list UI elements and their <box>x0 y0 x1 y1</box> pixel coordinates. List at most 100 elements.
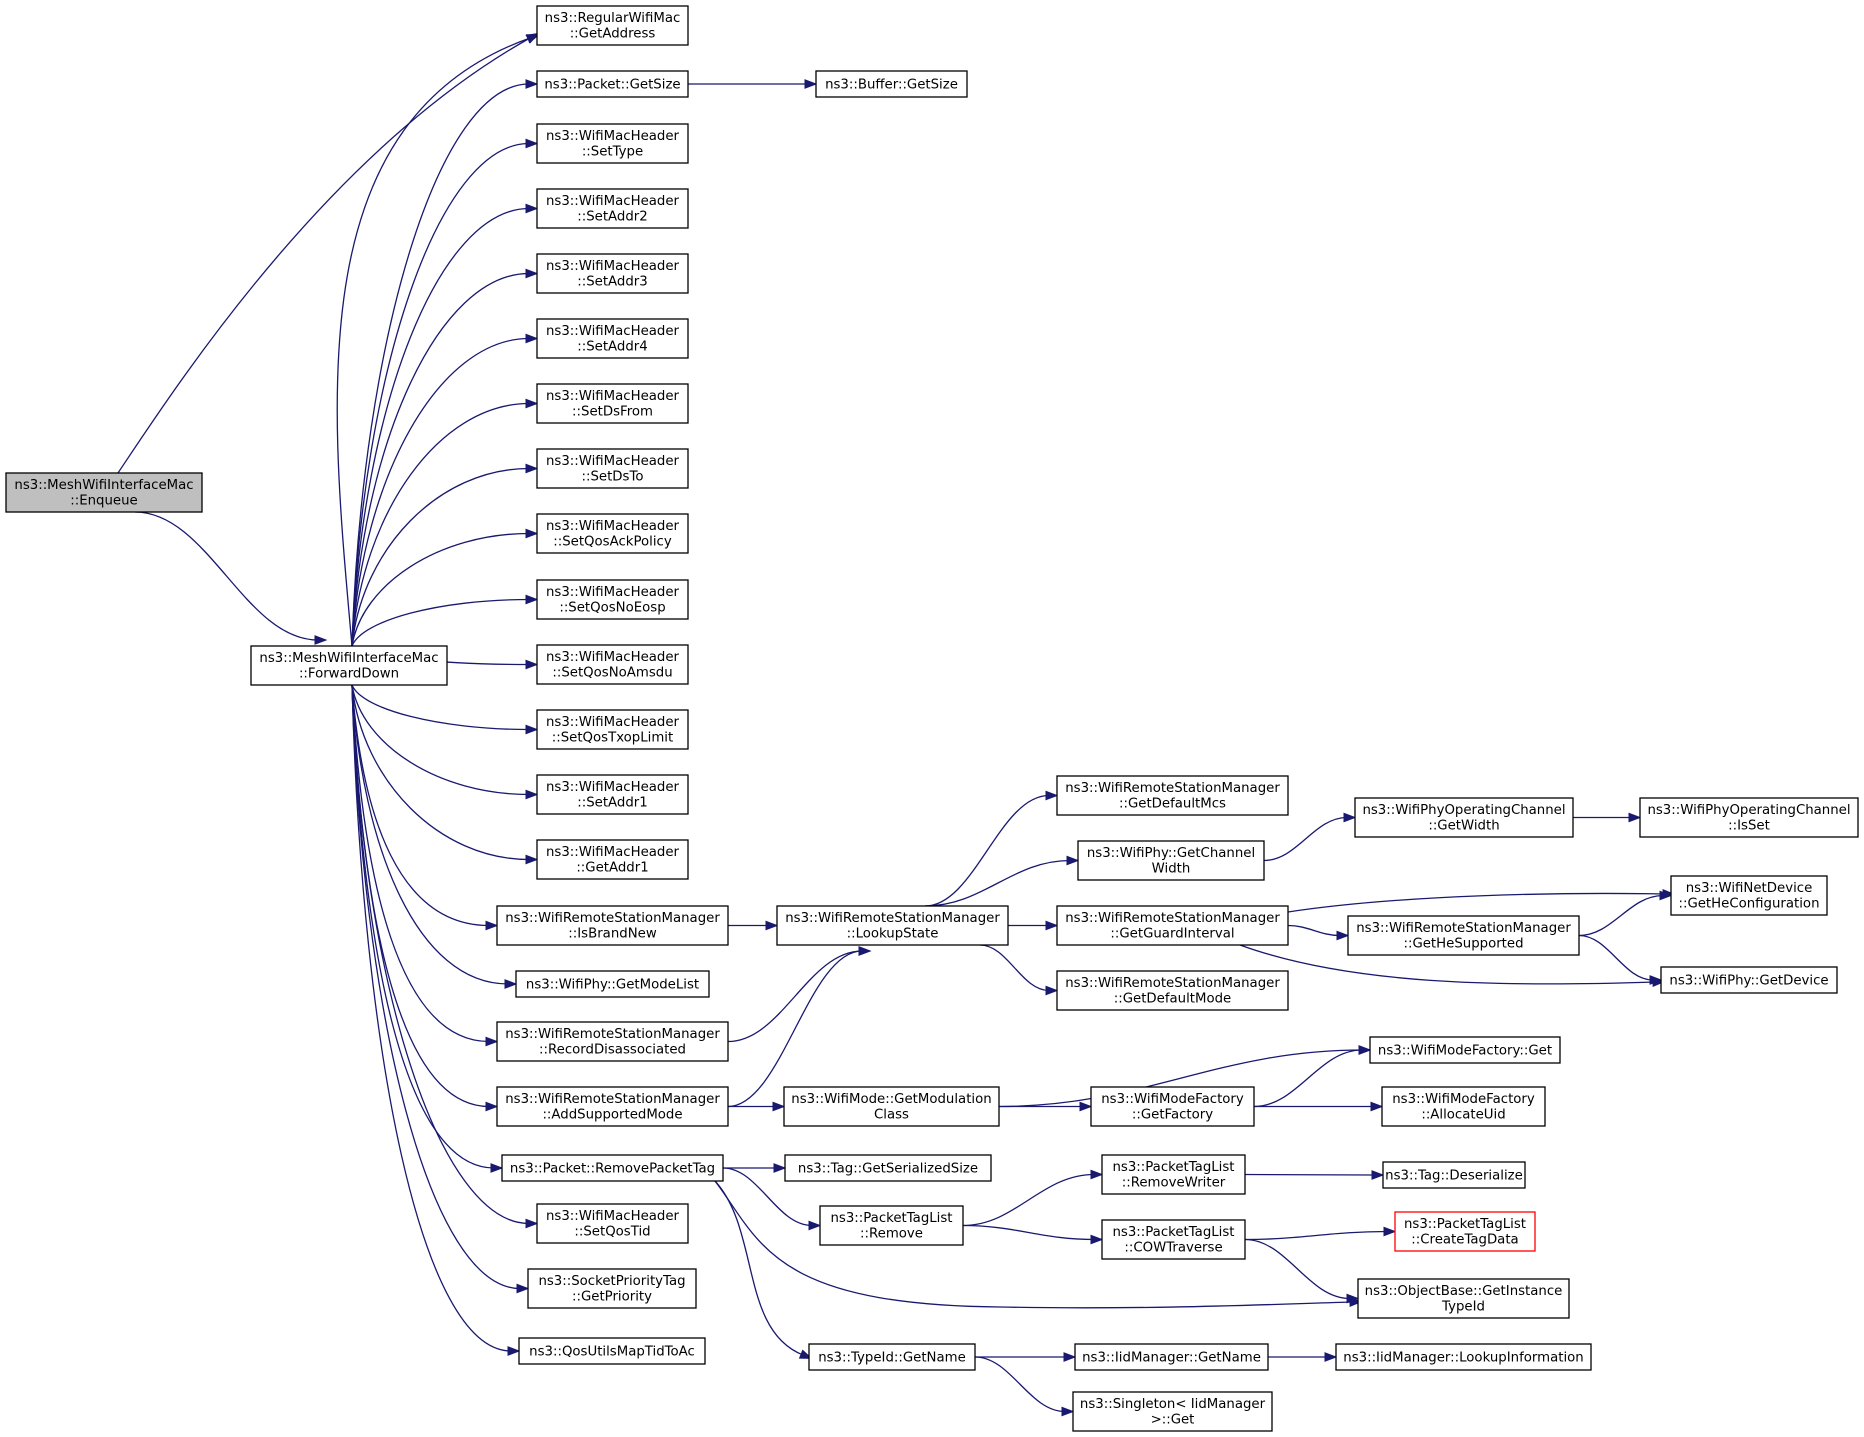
call-edge-n43-n44 <box>1244 1226 1397 1241</box>
function-node-n23[interactable]: ns3::SocketPriorityTag::GetPriority <box>527 1268 697 1309</box>
function-node-n30[interactable]: ns3::WifiRemoteStationManager::GetGuardI… <box>1056 905 1289 946</box>
call-edge-n46-n49 <box>974 1356 1075 1417</box>
node-box <box>536 123 689 164</box>
function-node-n21[interactable]: ns3::Packet::RemovePacketTag <box>501 1154 724 1182</box>
node-box <box>496 905 729 946</box>
function-node-n44[interactable]: ns3::PacketTagList::CreateTagData <box>1394 1211 1536 1252</box>
node-box <box>536 644 689 685</box>
function-node-n34[interactable]: ns3::WifiRemoteStationManager::GetDefaul… <box>1056 970 1289 1011</box>
function-node-n13[interactable]: ns3::WifiMacHeader::SetQosNoAmsdu <box>536 644 689 685</box>
function-node-n15[interactable]: ns3::WifiMacHeader::SetAddr1 <box>536 774 689 815</box>
function-node-n40[interactable]: ns3::PacketTagList::RemoveWriter <box>1101 1154 1246 1195</box>
node-label-line: ns3::Tag::GetSerializedSize <box>798 1161 978 1176</box>
function-node-n32[interactable]: ns3::WifiRemoteStationManager::GetHeSupp… <box>1347 915 1580 956</box>
function-node-n8[interactable]: ns3::WifiMacHeader::SetAddr4 <box>536 318 689 359</box>
function-node-n14[interactable]: ns3::WifiMacHeader::SetQosTxopLimit <box>536 709 689 750</box>
function-node-n1[interactable]: ns3::MeshWifiInterfaceMac::ForwardDown <box>250 645 448 686</box>
node-box <box>1394 1211 1536 1252</box>
function-node-n42[interactable]: ns3::PacketTagList::Remove <box>819 1205 964 1246</box>
call-edge-n47-n48 <box>1268 1352 1338 1362</box>
node-box <box>496 1021 729 1062</box>
function-node-n9[interactable]: ns3::WifiMacHeader::SetDsFrom <box>536 383 689 424</box>
node-label-line: ns3::WifiNetDevice <box>1686 881 1813 896</box>
function-node-n47[interactable]: ns3::IidManager::GetName <box>1074 1343 1269 1371</box>
function-node-n10[interactable]: ns3::WifiMacHeader::SetDsTo <box>536 448 689 489</box>
function-node-n31[interactable]: ns3::WifiNetDevice::GetHeConfiguration <box>1670 875 1828 916</box>
node-box <box>536 1203 689 1244</box>
function-node-n11[interactable]: ns3::WifiMacHeader::SetQosAckPolicy <box>536 513 689 554</box>
call-edge-n32-n33 <box>1578 934 1663 985</box>
function-node-n12[interactable]: ns3::WifiMacHeader::SetQosNoEosp <box>536 579 689 620</box>
function-node-n24[interactable]: ns3::QosUtilsMapTidToAc <box>518 1337 706 1365</box>
node-label-line: ::SetType <box>582 145 643 160</box>
node-label-line: ::AddSupportedMode <box>542 1108 682 1123</box>
call-edge-n25-n26 <box>924 790 1059 907</box>
function-node-n35[interactable]: ns3::WifiModeFactory::Get <box>1369 1036 1561 1064</box>
node-label-line: ns3::WifiPhyOperatingChannel <box>1362 803 1565 818</box>
node-label-line: ::SetAddr2 <box>577 210 647 225</box>
function-node-n37[interactable]: ns3::WifiModeFactory::GetFactory <box>1090 1086 1255 1127</box>
function-node-n6[interactable]: ns3::WifiMacHeader::SetAddr2 <box>536 188 689 229</box>
call-edge-n1-n3 <box>351 79 539 647</box>
call-edge-n1-n8 <box>351 333 539 647</box>
function-node-n48[interactable]: ns3::IidManager::LookupInformation <box>1335 1343 1592 1371</box>
node-box <box>1335 1343 1592 1371</box>
function-node-n16[interactable]: ns3::WifiMacHeader::GetAddr1 <box>536 839 689 880</box>
node-label-line: ns3::IidManager::LookupInformation <box>1343 1350 1583 1365</box>
node-box <box>776 905 1009 946</box>
function-node-n26[interactable]: ns3::WifiRemoteStationManager::GetDefaul… <box>1056 775 1289 816</box>
node-label-line: ::SetDsFrom <box>572 405 653 420</box>
node-label-line: ns3::WifiRemoteStationManager <box>1356 921 1571 936</box>
node-label-line: ns3::MeshWifiInterfaceMac <box>14 478 193 493</box>
function-node-n28[interactable]: ns3::WifiPhyOperatingChannel::GetWidth <box>1354 797 1574 838</box>
node-box <box>1347 915 1580 956</box>
call-edge-n21-n39 <box>723 1163 787 1173</box>
node-box <box>536 579 689 620</box>
node-label-line: ::SetQosNoAmsdu <box>552 666 672 681</box>
node-label-line: ::CreateTagData <box>1411 1233 1518 1248</box>
node-label-line: ::SetQosTxopLimit <box>552 731 673 746</box>
node-label-line: ::Enqueue <box>70 494 137 509</box>
function-node-n3[interactable]: ns3::Packet::GetSize <box>536 70 689 98</box>
call-edge-n20-n25 <box>727 946 872 1108</box>
function-node-n20[interactable]: ns3::WifiRemoteStationManager::AddSuppor… <box>496 1086 729 1127</box>
function-node-n17[interactable]: ns3::WifiRemoteStationManager::IsBrandNe… <box>496 905 729 946</box>
node-box <box>1090 1086 1255 1127</box>
call-edge-n1-n14 <box>351 684 539 735</box>
node-box <box>536 383 689 424</box>
function-node-n19[interactable]: ns3::WifiRemoteStationManager::RecordDis… <box>496 1021 729 1062</box>
function-node-n22[interactable]: ns3::WifiMacHeader::SetQosTid <box>536 1203 689 1244</box>
function-node-n7[interactable]: ns3::WifiMacHeader::SetAddr3 <box>536 253 689 294</box>
node-label-line: ::Remove <box>860 1227 923 1242</box>
node-label-line: ::GetPriority <box>572 1290 652 1305</box>
function-node-n38[interactable]: ns3::WifiModeFactory::AllocateUid <box>1381 1086 1546 1127</box>
function-node-n43[interactable]: ns3::PacketTagList::COWTraverse <box>1101 1219 1246 1260</box>
function-node-n39[interactable]: ns3::Tag::GetSerializedSize <box>784 1154 992 1182</box>
function-node-n5[interactable]: ns3::WifiMacHeader::SetType <box>536 123 689 164</box>
function-node-n4[interactable]: ns3::Buffer::GetSize <box>815 70 968 98</box>
function-node-n2[interactable]: ns3::RegularWifiMac::GetAddress <box>536 5 689 46</box>
call-edge-n1-n7 <box>351 268 539 647</box>
function-node-n49[interactable]: ns3::Singleton< IidManager >::Get <box>1072 1391 1273 1432</box>
node-label-line: ns3::WifiMacHeader <box>546 519 680 534</box>
function-node-n18[interactable]: ns3::WifiPhy::GetModeList <box>515 970 710 998</box>
node-box <box>501 1154 724 1182</box>
node-label-line: ns3::Packet::GetSize <box>544 77 680 92</box>
function-node-n25[interactable]: ns3::WifiRemoteStationManager::LookupSta… <box>776 905 1009 946</box>
function-node-n0[interactable]: ns3::MeshWifiInterfaceMac::Enqueue <box>5 472 203 513</box>
node-box <box>496 1086 729 1127</box>
node-box <box>1056 970 1289 1011</box>
node-label-line: ns3::WifiRemoteStationManager <box>505 1027 720 1042</box>
call-edge-n19-n25 <box>727 946 872 1043</box>
call-edge-n30-n31 <box>1287 889 1676 913</box>
function-node-n41[interactable]: ns3::Tag::Deserialize <box>1382 1161 1526 1189</box>
call-edge-n37-n35 <box>1253 1045 1372 1108</box>
function-node-n33[interactable]: ns3::WifiPhy::GetDevice <box>1660 966 1838 994</box>
node-label-line: TypeId <box>1441 1300 1485 1315</box>
function-node-n46[interactable]: ns3::TypeId::GetName <box>808 1343 976 1371</box>
function-node-n29[interactable]: ns3::WifiPhyOperatingChannel::IsSet <box>1639 797 1859 838</box>
call-edge-n1-n22 <box>351 684 539 1229</box>
